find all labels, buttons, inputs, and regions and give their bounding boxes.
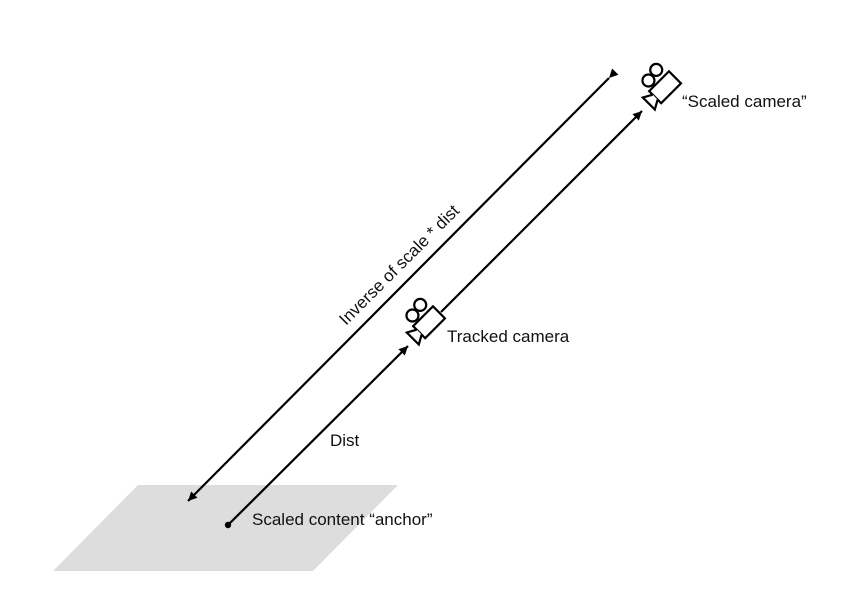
tracked-camera-label: Tracked camera	[447, 327, 570, 346]
ground-plane	[53, 485, 398, 571]
scaled-camera-label: “Scaled camera”	[682, 92, 807, 111]
tracked-camera-icon	[394, 293, 447, 346]
scaled-dist-arrow	[440, 110, 643, 313]
scaled-camera-icon	[630, 58, 683, 111]
anchor-label: Scaled content “anchor”	[252, 510, 433, 529]
inverse-scale-arrow	[187, 68, 619, 502]
dist-label: Dist	[330, 431, 360, 450]
